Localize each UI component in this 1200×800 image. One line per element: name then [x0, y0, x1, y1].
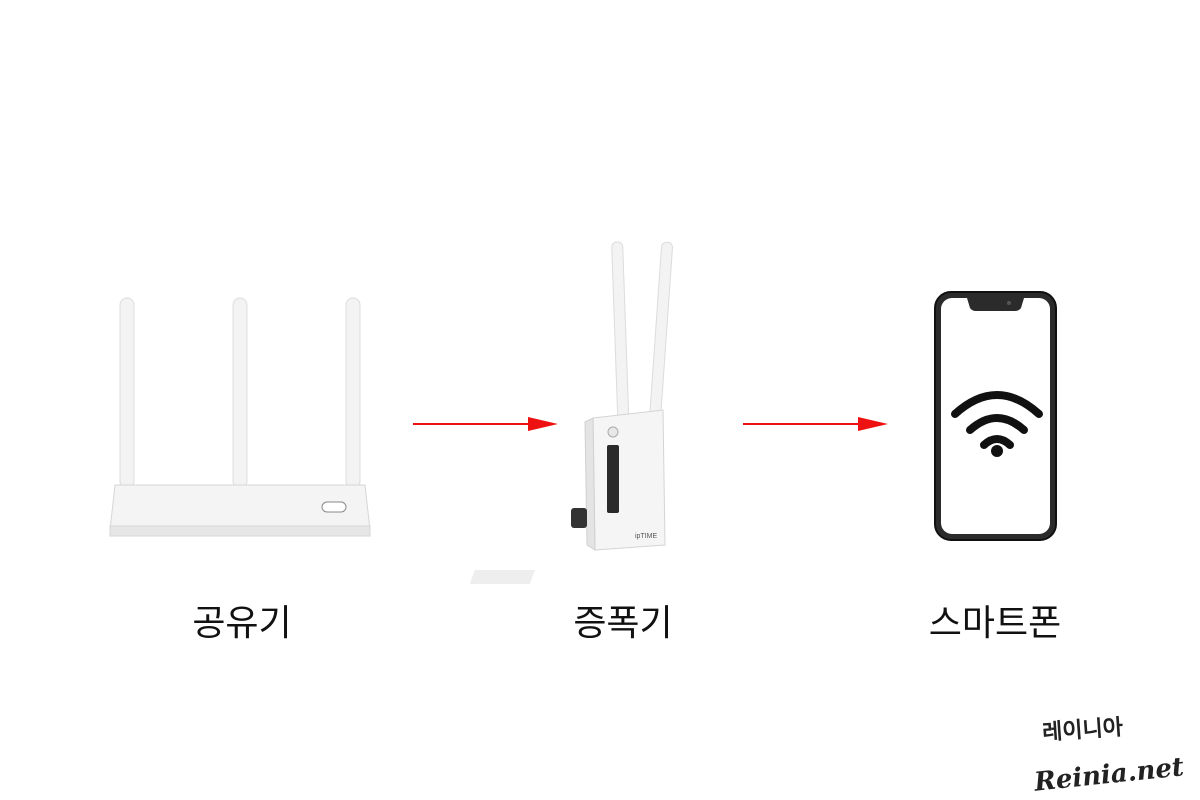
- watermark-line1: 레이니아: [1041, 714, 1124, 746]
- arrow-extender-to-smartphone: [743, 417, 888, 431]
- extender-brand: ipTIME: [635, 533, 658, 540]
- watermark: 레이니아 Reinia.net: [1030, 710, 1195, 798]
- extender-label: 증폭기: [573, 603, 673, 644]
- arrow-router-to-extender: [413, 417, 558, 431]
- smartphone-wifi-icon: [934, 291, 1057, 541]
- router-icon: [109, 297, 371, 537]
- watermark-line2: Reinia.net: [1032, 752, 1186, 798]
- wifi-icon: [951, 391, 1043, 449]
- smartphone-label: 스마트폰: [928, 603, 1062, 644]
- wifi-extender-icon: ipTIME: [469, 241, 673, 584]
- router-label: 공유기: [192, 603, 292, 644]
